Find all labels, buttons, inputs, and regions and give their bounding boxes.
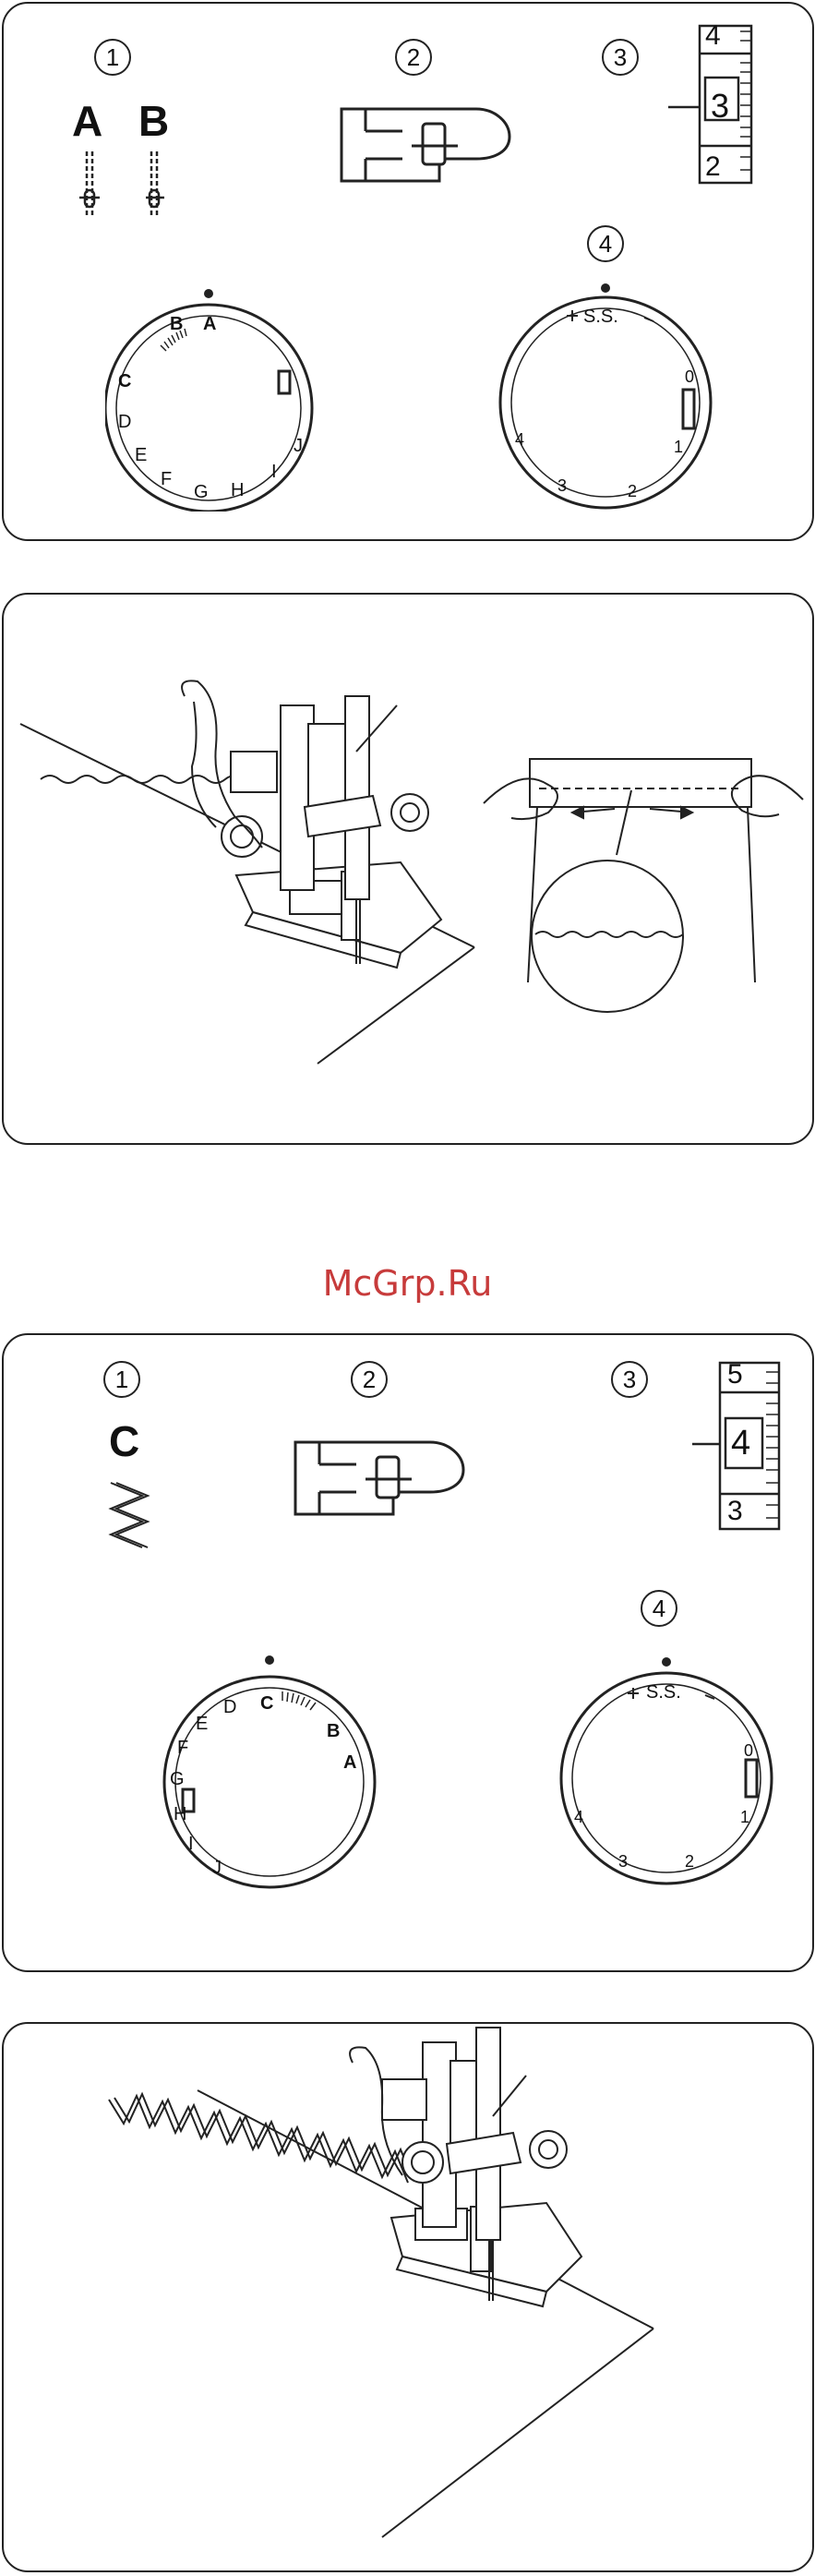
dial-letter-d: D	[223, 1697, 236, 1718]
dial-letter-g: G	[170, 1769, 185, 1790]
width-dial-mark-0: 0	[685, 367, 694, 387]
step-number-4: 4	[587, 225, 624, 262]
width-dial-mark-0: 0	[744, 1741, 753, 1761]
width-dial-mark-1: 1	[674, 438, 683, 457]
step-number-3: 3	[602, 39, 639, 76]
dial-letter-e: E	[196, 1714, 208, 1735]
width-dial-mark-3: 3	[557, 476, 567, 496]
sewing-illustration-panel-2	[2, 2022, 814, 2572]
width-dial-mark-4: 4	[515, 430, 524, 450]
zigzag-foot-icon	[338, 103, 513, 187]
pattern-letter-a: A	[72, 96, 102, 146]
dial-letter-h: H	[174, 1804, 186, 1825]
step-number-4: 4	[641, 1590, 677, 1627]
step-number-2: 2	[351, 1361, 388, 1398]
dial-letter-d: D	[118, 412, 131, 433]
zigzag-foot-icon	[292, 1437, 467, 1520]
dial-letter-b: B	[327, 1721, 340, 1742]
straight-stitch-icon	[72, 151, 174, 225]
dial-letter-c: C	[260, 1693, 273, 1715]
width-dial-mark-4: 4	[574, 1808, 583, 1827]
length-scale-bottom: 2	[705, 151, 721, 183]
dial-letter-g: G	[194, 482, 209, 503]
dial-letter-i: I	[188, 1834, 194, 1855]
dial-letter-a: A	[203, 314, 216, 335]
length-scale-bottom: 3	[727, 1496, 743, 1527]
straight-stitch-sewing-illustration	[4, 595, 812, 1143]
dial-letter-i: I	[271, 462, 277, 483]
length-scale-top: 4	[705, 20, 721, 52]
zigzag-stitch-icon	[105, 1479, 161, 1553]
dial-letter-e: E	[135, 445, 147, 466]
step-number-1: 1	[94, 39, 131, 76]
dial-letter-a: A	[343, 1752, 356, 1774]
step-number-2: 2	[395, 39, 432, 76]
site-watermark: McGrp.Ru	[0, 1263, 815, 1304]
dial-letter-f: F	[177, 1738, 188, 1759]
length-scale-selected: 3	[711, 87, 729, 126]
width-dial-mark-3: 3	[618, 1852, 628, 1872]
width-dial-ss-label: S.S.	[646, 1682, 681, 1703]
dial-letter-j: J	[294, 436, 303, 457]
pattern-letter-b: B	[138, 96, 169, 146]
dial-letter-f: F	[161, 469, 172, 490]
step-number-1: 1	[103, 1361, 140, 1398]
sewing-illustration-panel-1	[2, 593, 814, 1145]
width-dial-ss-label: S.S.	[583, 307, 618, 328]
width-dial-mark-2: 2	[628, 482, 637, 501]
zigzag-stitch-sewing-illustration	[4, 2024, 812, 2570]
width-dial-mark-1: 1	[740, 1808, 749, 1827]
length-scale-top: 5	[727, 1359, 743, 1390]
length-scale-selected: 4	[731, 1424, 750, 1463]
width-dial-mark-2: 2	[685, 1852, 694, 1872]
pattern-letter-c: C	[109, 1416, 139, 1466]
settings-panel-1: 1 2 3 4 A B	[2, 2, 814, 541]
dial-letter-j: J	[212, 1858, 222, 1879]
step-number-3: 3	[611, 1361, 648, 1398]
dial-letter-b: B	[170, 314, 183, 335]
settings-panel-2: 1 2 3 4 C	[2, 1333, 814, 1972]
dial-letter-h: H	[231, 480, 244, 501]
dial-letter-c: C	[118, 371, 131, 392]
